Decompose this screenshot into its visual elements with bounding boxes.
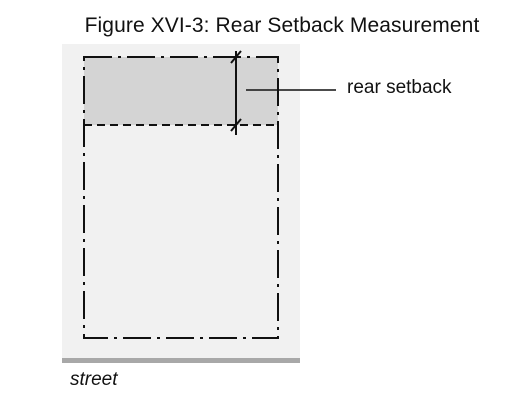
street-edge [62, 358, 300, 363]
dimension-tick-bottom [230, 118, 242, 132]
rear-setback-label: rear setback [347, 77, 452, 98]
figure-title: Figure XVI-3: Rear Setback Measurement [84, 14, 480, 37]
lot-line [83, 56, 279, 339]
setback-zone [84, 57, 278, 125]
dimension-tick-top [230, 50, 242, 64]
street-label: street [70, 369, 118, 390]
